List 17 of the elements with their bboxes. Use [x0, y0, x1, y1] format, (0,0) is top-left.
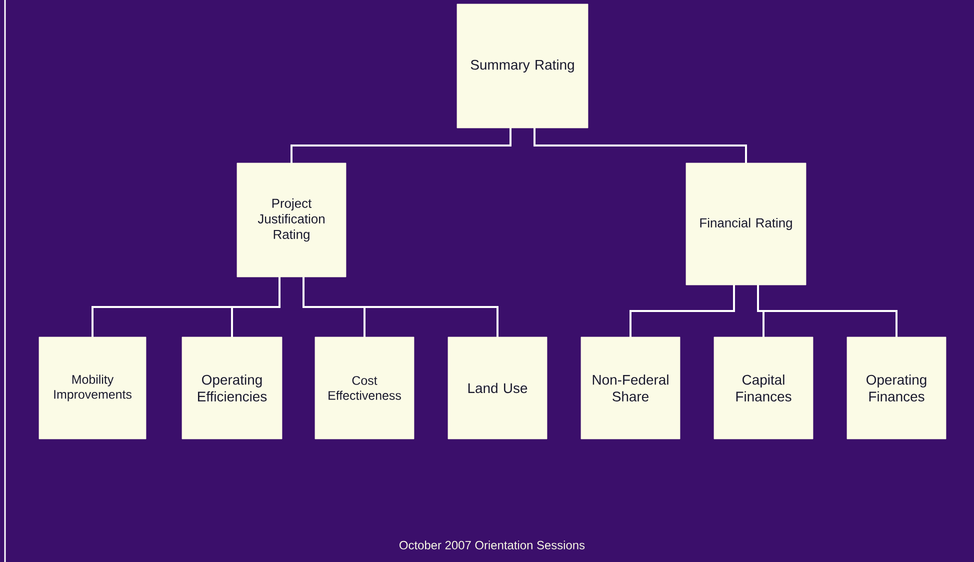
rating-box: Capital Finances — [714, 336, 814, 440]
connector-line — [534, 128, 747, 163]
rating-box: Operating Finances — [846, 336, 946, 440]
connector-line — [630, 285, 735, 337]
rating-box: Non-Federal Share — [580, 336, 680, 440]
rating-box: Cost Effectiveness — [314, 336, 414, 440]
connector-line — [290, 128, 512, 163]
connector-line — [757, 285, 898, 337]
connector-line — [302, 277, 498, 337]
rating-box: Financial Rating — [686, 162, 806, 286]
rating-box: Operating Efficiencies — [182, 336, 282, 440]
rating-box: Land Use — [448, 336, 548, 440]
footer-text: October 2007 Orientation Sessions — [400, 540, 585, 550]
rating-box: Project Justification Rating — [236, 162, 346, 278]
rating-box: Summary Rating — [456, 4, 588, 128]
rating-box: Mobility Improvements — [38, 336, 146, 440]
connector-line — [231, 277, 280, 337]
